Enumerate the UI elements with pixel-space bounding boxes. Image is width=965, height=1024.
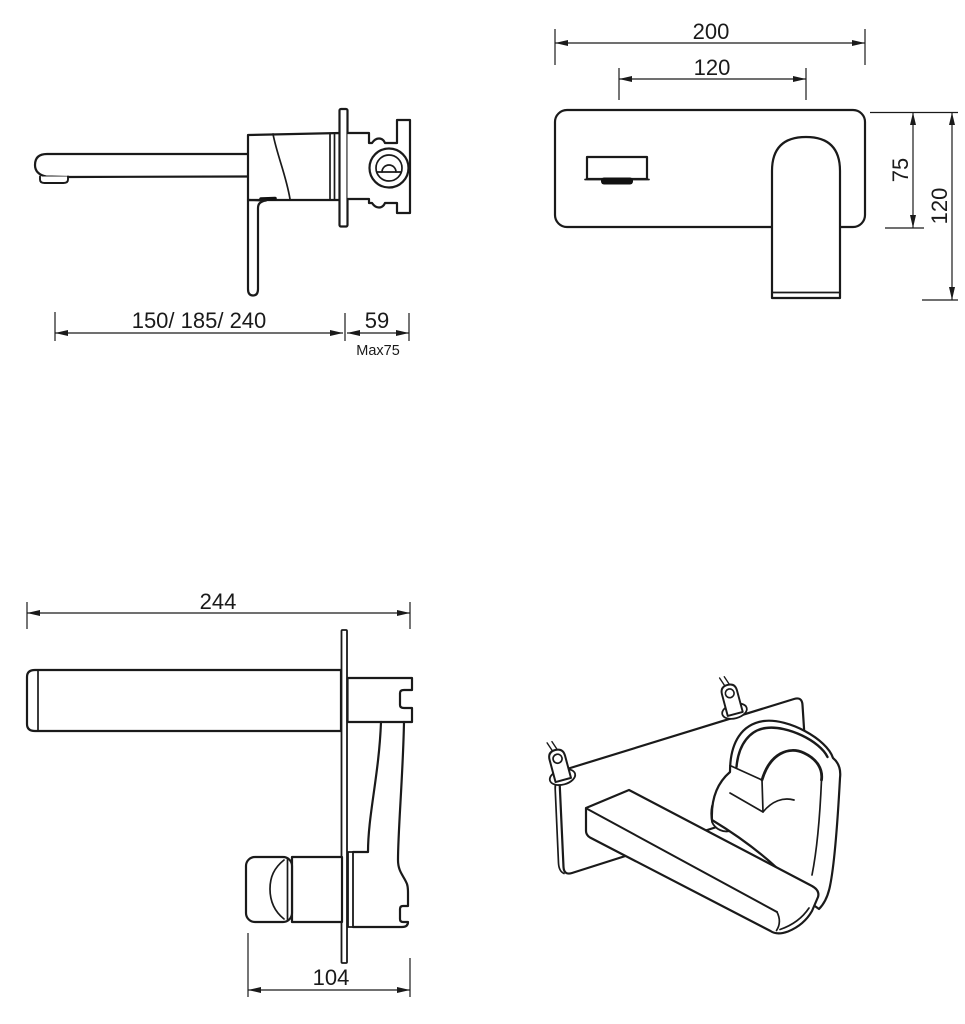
plan-mixer-cylinder — [290, 855, 344, 924]
side-view: 150/ 185/ 240 59 Max75 — [33, 107, 412, 359]
plan-spout — [25, 668, 343, 733]
dim-total-height: 120 — [927, 188, 952, 225]
dim-body-length: 104 — [313, 965, 350, 990]
side-seal-mark — [259, 196, 277, 201]
front-spout-opening — [585, 155, 649, 181]
front-dimensions: 200 120 75 120 — [554, 19, 958, 301]
side-handle-seam — [272, 133, 291, 200]
dim-plate-height: 75 — [888, 158, 913, 182]
side-wall-plate — [338, 107, 349, 228]
side-mixer-body — [246, 131, 342, 202]
front-view: 200 120 75 120 — [553, 19, 958, 301]
dim-wall-depth-note: Max75 — [356, 343, 400, 359]
side-spout — [33, 152, 250, 179]
dim-spout-lengths: 150/ 185/ 240 — [132, 308, 267, 333]
side-aerator — [39, 175, 69, 184]
front-spout-slot — [601, 177, 633, 185]
perspective-view — [546, 676, 842, 935]
plan-handle-knob — [244, 855, 294, 924]
side-lever — [246, 198, 268, 297]
persp-handle — [710, 719, 842, 911]
persp-clip-right — [718, 676, 748, 720]
plan-knob-dome — [269, 859, 285, 920]
side-dimensions: 150/ 185/ 240 59 Max75 — [54, 308, 410, 359]
dim-total-length: 244 — [200, 589, 237, 614]
side-cartridge-dome — [381, 164, 397, 173]
persp-clip-left — [546, 740, 577, 786]
plan-view: 244 104 — [25, 589, 414, 997]
dim-spout-to-handle: 120 — [694, 55, 731, 80]
persp-spout — [584, 788, 820, 935]
plan-housing — [347, 720, 410, 929]
dim-plate-width: 200 — [693, 19, 730, 44]
side-cartridge-inner — [375, 154, 403, 182]
plan-bracket — [346, 676, 414, 724]
plan-dimensions: 244 104 — [26, 589, 411, 997]
front-handle — [770, 135, 842, 300]
dim-wall-depth: 59 — [365, 308, 389, 333]
